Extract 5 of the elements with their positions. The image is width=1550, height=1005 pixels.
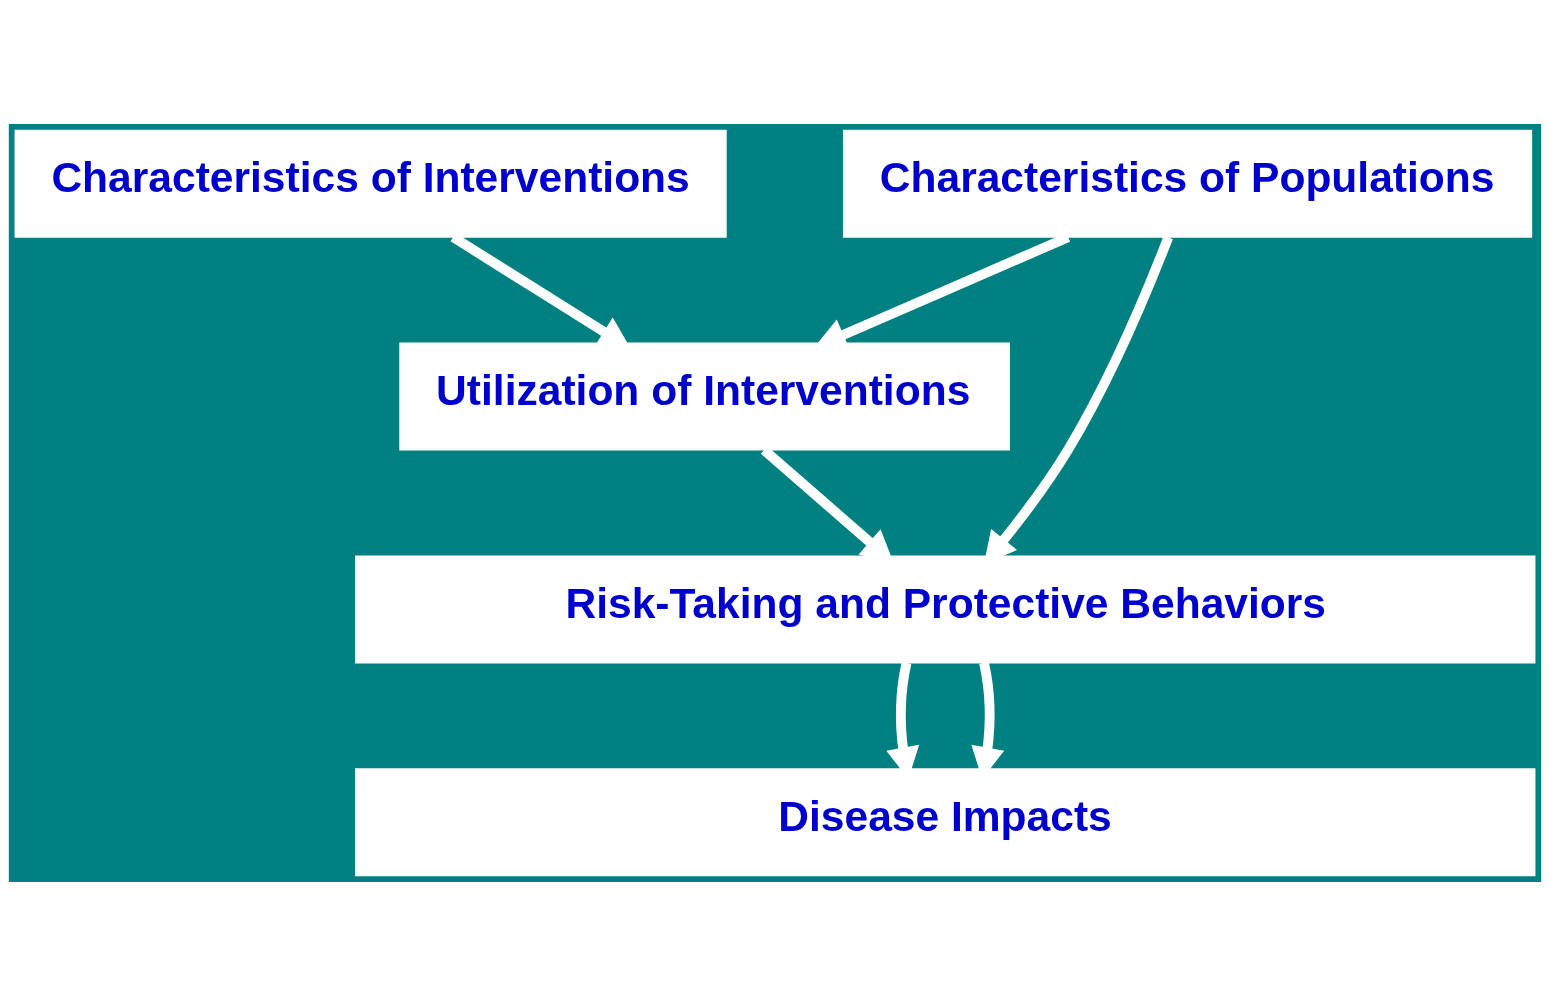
node-box: Risk-Taking and Protective Behaviors xyxy=(355,554,1536,663)
node-box: Utilization of Interventions xyxy=(399,342,1010,451)
node-box: Characteristics of Populations xyxy=(842,129,1533,238)
node-box: Characteristics of Interventions xyxy=(14,129,727,238)
node-box: Disease Impacts xyxy=(355,767,1536,876)
